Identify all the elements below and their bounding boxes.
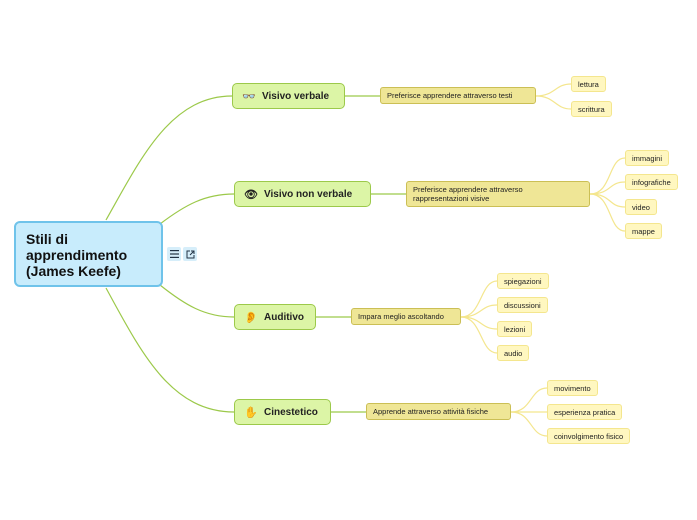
leaf-label: immagini [632, 153, 663, 163]
description-text: Apprende attraverso attività fisiche [373, 407, 489, 416]
root-topic[interactable]: Stili di apprendimento (James Keefe) [14, 221, 163, 287]
description-node[interactable]: Impara meglio ascoltando [351, 308, 461, 325]
leaf-node[interactable]: lezioni [497, 321, 533, 337]
leaf-node[interactable]: scrittura [571, 101, 612, 117]
description-node[interactable]: Preferisce apprendere attraverso rappres… [406, 181, 590, 207]
notes-button[interactable] [167, 247, 181, 261]
leaf-label: esperienza pratica [554, 407, 616, 417]
leaf-node[interactable]: movimento [547, 380, 598, 396]
root-title: Stili di apprendimento (James Keefe) [26, 231, 128, 279]
description-node[interactable]: Preferisce apprendere attraverso testi [380, 87, 536, 104]
external-link-icon [186, 250, 194, 258]
leaf-label: discussioni [504, 300, 541, 310]
branch-label: Cinestetico [264, 406, 318, 418]
eye-icon: 👁 [244, 188, 258, 201]
leaf-node[interactable]: mappe [625, 223, 662, 239]
leaf-node[interactable]: immagini [625, 150, 670, 166]
leaf-label: mappe [632, 226, 655, 236]
description-text: Impara meglio ascoltando [358, 312, 444, 321]
leaf-label: audio [504, 348, 523, 358]
leaf-node[interactable]: infografiche [625, 174, 678, 190]
branch-label: Auditivo [264, 311, 304, 323]
glasses-icon: 👓 [242, 90, 256, 103]
leaf-label: video [632, 202, 650, 212]
leaf-label: coinvolgimento fisico [554, 431, 624, 441]
branch-visivo-verbale[interactable]: 👓 Visivo verbale [232, 83, 345, 109]
leaf-node[interactable]: lettura [571, 76, 606, 92]
branch-label: Visivo non verbale [264, 188, 353, 200]
leaf-node[interactable]: video [625, 199, 657, 215]
leaf-label: spiegazioni [504, 276, 542, 286]
ear-icon: 👂 [244, 311, 258, 324]
leaf-node[interactable]: coinvolgimento fisico [547, 428, 631, 444]
leaf-label: lettura [578, 79, 599, 89]
leaf-label: scrittura [578, 104, 605, 114]
description-text: Preferisce apprendere attraverso rappres… [413, 185, 523, 203]
leaf-node[interactable]: audio [497, 345, 530, 361]
leaf-label: lezioni [504, 324, 526, 334]
branch-label: Visivo verbale [262, 90, 330, 102]
leaf-node[interactable]: esperienza pratica [547, 404, 623, 420]
list-icon [169, 250, 179, 258]
branch-visivo-non-verbale[interactable]: 👁 Visivo non verbale [234, 181, 371, 207]
leaf-node[interactable]: discussioni [497, 297, 548, 313]
hand-icon: ✋ [244, 406, 258, 419]
branch-auditivo[interactable]: 👂 Auditivo [234, 304, 316, 330]
description-node[interactable]: Apprende attraverso attività fisiche [366, 403, 511, 420]
branch-cinestetico[interactable]: ✋ Cinestetico [234, 399, 331, 425]
leaf-label: infografiche [632, 177, 671, 187]
leaf-label: movimento [554, 383, 591, 393]
description-text: Preferisce apprendere attraverso testi [387, 91, 513, 100]
link-button[interactable] [183, 247, 197, 261]
leaf-node[interactable]: spiegazioni [497, 273, 549, 289]
